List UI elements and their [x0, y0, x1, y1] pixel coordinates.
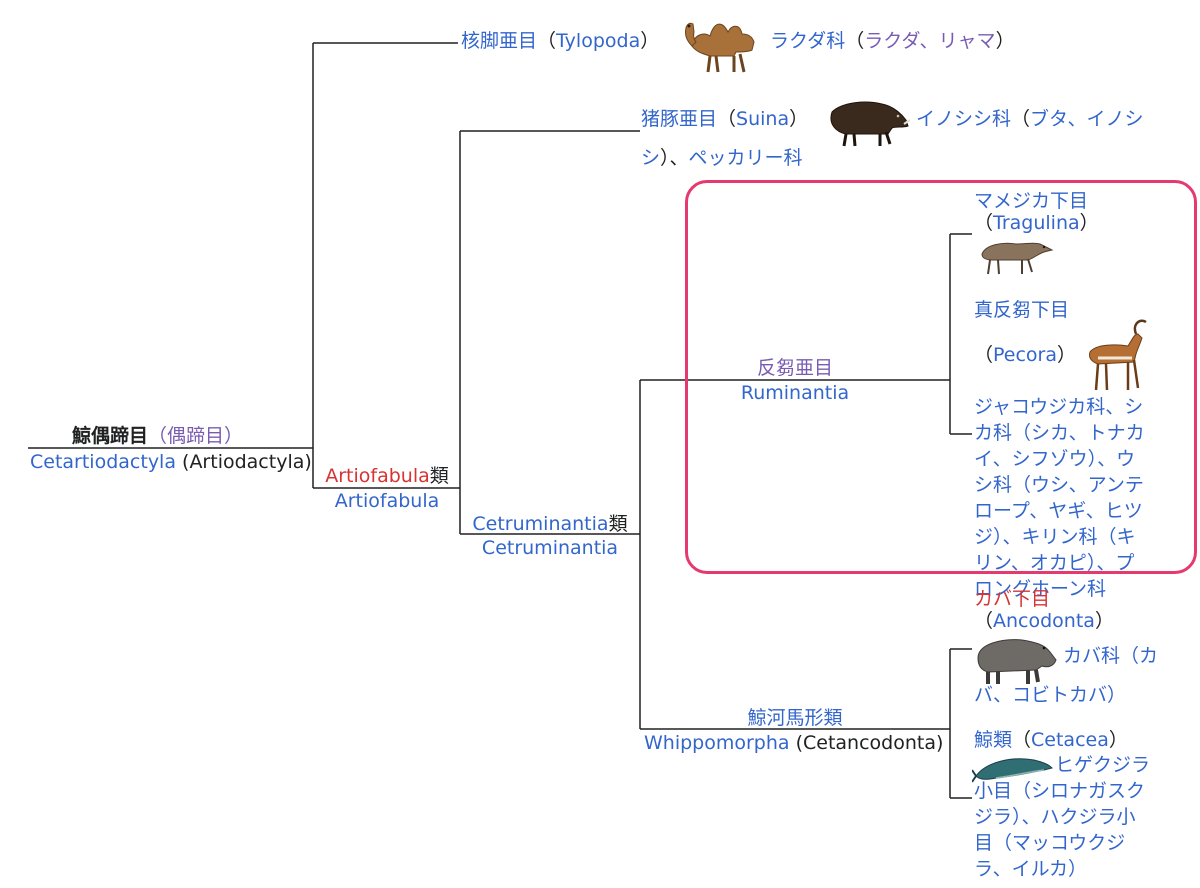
cetacea-description: 小目（シロナガスク ジラ）、ハクジラ小 目（マッコウクジ ラ、イルカ）: [974, 778, 1145, 882]
mysticeti-link[interactable]: ヒゲクジラ: [1055, 754, 1151, 776]
pecora-desc-line[interactable]: ロングホーン科: [974, 578, 1107, 600]
ancodonta-name-link[interactable]: カバ下目: [974, 588, 1051, 610]
suina-label: 猪豚亜目（Suina）: [641, 108, 809, 130]
hippo-icon[interactable]: [972, 630, 1058, 686]
tylopoda-latin-link[interactable]: Tylopoda: [556, 30, 641, 52]
ibex-icon[interactable]: [1082, 318, 1148, 392]
root-alt-link[interactable]: 偶蹄目: [167, 425, 225, 447]
root-name-link[interactable]: 鯨偶蹄目: [72, 425, 149, 447]
suidae-label-cont: シ）、ペッカリー科: [641, 147, 803, 169]
pecora-name-link[interactable]: 真反芻下目: [974, 299, 1070, 321]
cetacea-desc-line[interactable]: 目（マッコウクジ: [974, 832, 1126, 854]
cetacea-name-link[interactable]: 鯨類: [974, 729, 1013, 751]
ancodonta-label: カバ下目: [974, 586, 1050, 612]
whale-icon[interactable]: [972, 750, 1056, 784]
artiofabula-label: Artiofabula類: [325, 465, 449, 487]
cetruminantia-blue-link[interactable]: Cetruminantia: [472, 513, 609, 535]
tragulina-latin: （Tragulina）: [974, 212, 1099, 234]
whippomorpha-latin: Whippomorpha (Cetancodonta): [644, 732, 944, 754]
artiofabula-red-link[interactable]: Artiofabula: [325, 465, 430, 487]
pecora-desc-line[interactable]: ロープ、ヤギ、ヒツ: [974, 500, 1143, 522]
pecora-desc-line[interactable]: ジャコウジカ科、シ: [974, 396, 1144, 418]
tragulina-name-link[interactable]: マメジカ下目: [974, 190, 1089, 212]
tayassuidae-link[interactable]: ペッカリー科: [688, 147, 803, 169]
ancodonta-latin-link[interactable]: Ancodonta: [993, 610, 1095, 632]
tylopoda-label: 核脚亜目（Tylopoda）: [461, 30, 660, 52]
cetacea-desc-line[interactable]: 小目（シロナガスク: [974, 780, 1146, 802]
whippomorpha-alt-latin: Cetancodonta: [803, 732, 936, 754]
suidae-label: イノシシ科（ブタ、イノシ: [916, 108, 1144, 130]
artiofabula-latin: Artiofabula: [316, 488, 458, 514]
pecora-desc-line[interactable]: イ、シフゾウ）、ウ: [974, 448, 1136, 470]
root-alt-latin: Artiodactyla: [189, 451, 305, 473]
suina-latin-link[interactable]: Suina: [736, 108, 790, 130]
suidae-members-link[interactable]: ブタ、イノシ: [1030, 108, 1144, 130]
tragulina-label: マメジカ下目: [974, 188, 1088, 214]
pecora-desc-line[interactable]: ジ）、キリン科（キ: [974, 526, 1136, 548]
pecora-latin-link[interactable]: Pecora: [993, 344, 1058, 366]
camelidae-label: ラクダ科（ラクダ、リャマ）: [770, 30, 1015, 52]
tylopoda-name-link[interactable]: 核脚亜目: [461, 30, 538, 52]
whippomorpha-latin-link[interactable]: Whippomorpha: [644, 732, 790, 754]
cetruminantia-latin-link[interactable]: Cetruminantia: [481, 537, 619, 559]
suidae-link[interactable]: イノシシ科: [916, 108, 1012, 130]
artiofabula-latin-link[interactable]: Artiofabula: [334, 490, 440, 512]
root-latin-link[interactable]: Cetartiodactyla: [30, 451, 176, 473]
cetruminantia-latin: Cetruminantia: [462, 535, 638, 561]
pecora-desc-line[interactable]: リン、オカピ）、プ: [974, 552, 1135, 574]
ruminantia-label: 反芻亜目: [716, 355, 874, 381]
hippopotamidae-label: カバ科（カ: [1063, 643, 1158, 669]
ancodonta-latin: （Ancodonta）: [974, 610, 1114, 632]
cetacea-desc-line[interactable]: ラ、イルカ）: [974, 858, 1088, 880]
ruminantia-latin: Ruminantia: [716, 380, 874, 406]
pecora-description: ジャコウジカ科、シ カ科（シカ、トナカ イ、シフゾウ）、ウ シ科（ウシ、アンテ …: [974, 394, 1145, 602]
whippomorpha-label: 鯨河馬形類: [642, 705, 948, 731]
suidae-members-cont-link[interactable]: シ: [641, 147, 661, 169]
cetacea-label: 鯨類（Cetacea）: [974, 729, 1128, 751]
cetacea-latin-link[interactable]: Cetacea: [1031, 729, 1109, 751]
cetacea-desc-first: ヒゲクジラ: [1055, 752, 1150, 778]
root-label-latin: Cetartiodactyla (Artiodactyla): [30, 451, 312, 473]
camelidae-members-link[interactable]: ラクダ、リャマ: [864, 30, 996, 52]
camel-icon[interactable]: [678, 12, 764, 74]
root-label-ja: 鯨偶蹄目（偶蹄目）: [72, 425, 244, 447]
ruminantia-latin-link[interactable]: Ruminantia: [740, 382, 850, 404]
pecora-desc-line[interactable]: シ科（ウシ、アンテ: [974, 474, 1144, 496]
camelidae-link[interactable]: ラクダ科: [770, 30, 846, 52]
ruminantia-name-link[interactable]: 反芻亜目: [756, 357, 833, 379]
pecora-desc-line[interactable]: カ科（シカ、トナカ: [974, 422, 1145, 444]
hippopotamidae-members-link[interactable]: バ、コビトカバ）: [974, 684, 1127, 706]
pecora-latin: （Pecora）: [974, 344, 1077, 366]
mouse-deer-icon[interactable]: [972, 230, 1056, 276]
hippopotamidae-link[interactable]: カバ科（カ: [1063, 645, 1159, 667]
hippopotamidae-label-cont: バ、コビトカバ）: [974, 682, 1126, 708]
suina-name-link[interactable]: 猪豚亜目: [641, 108, 718, 130]
cetruminantia-label: Cetruminantia類: [472, 513, 628, 535]
whippomorpha-name-link[interactable]: 鯨河馬形類: [747, 707, 843, 729]
ruminantia-highlight-box: [685, 180, 1197, 574]
tragulina-latin-link[interactable]: Tragulina: [993, 212, 1080, 234]
cetacea-desc-line[interactable]: ジラ）、ハクジラ小: [974, 806, 1136, 828]
boar-icon[interactable]: [822, 94, 910, 148]
pecora-label: 真反芻下目: [974, 297, 1069, 323]
